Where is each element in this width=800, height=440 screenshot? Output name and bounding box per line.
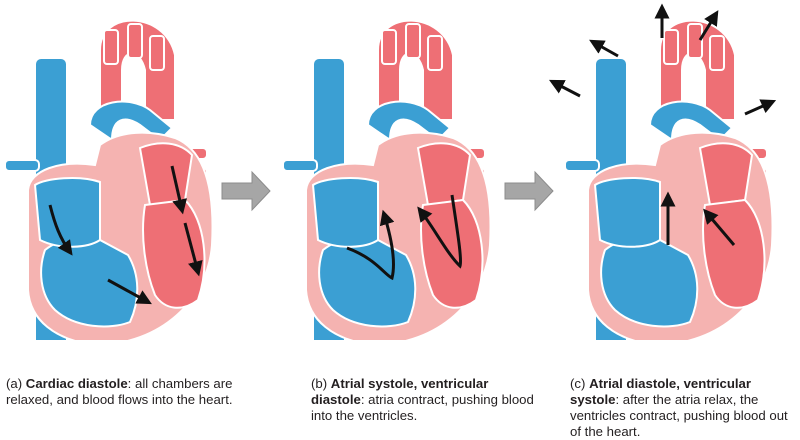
outflow-arrow-c-2 (589, 39, 619, 58)
heart-panel-b (282, 19, 492, 340)
ejection-arrow-c-left (703, 208, 736, 246)
caption-c-text: : after the atria relax, the ventricles … (570, 392, 788, 439)
caption-c-label: (c) (570, 376, 586, 391)
caption-a: (a) Cardiac diastole: all chambers are r… (6, 376, 236, 408)
heart-panel-a (4, 19, 214, 340)
outflow-arrow-c-5 (744, 99, 777, 116)
flow-arrow-a-left-atrium (170, 165, 187, 215)
caption-a-text: : all chambers are relaxed, and blood fl… (6, 376, 233, 407)
caption-c: (c) Atrial diastole, ventricular systole… (570, 376, 800, 440)
heart-panel-c (549, 3, 777, 340)
flow-arrow-a-left-ventricle (183, 222, 203, 277)
transition-arrow-2 (504, 170, 554, 212)
cardiac-cycle-diagram (4, 3, 777, 340)
flow-arrow-a-right-atrium (48, 204, 73, 256)
outflow-arrow-c-1 (549, 79, 581, 98)
caption-b: (b) Atrial systole, ventricular diastole… (311, 376, 541, 424)
caption-a-label: (a) (6, 376, 23, 391)
transition-arrow-1 (221, 170, 271, 212)
outflow-arrow-c-4 (698, 10, 719, 41)
caption-b-text: : atria contract, pushing blood into the… (311, 392, 534, 423)
flow-arrow-a-right-ventricle (107, 278, 152, 305)
flow-arrow-b-right (346, 209, 396, 281)
caption-a-title: Cardiac diastole (25, 376, 128, 391)
caption-b-title: Atrial systole, ventricular diastole (311, 376, 489, 407)
caption-c-title: Atrial diastole, ventricular systole (570, 376, 752, 407)
flow-arrow-b-left (417, 194, 462, 269)
caption-b-label: (b) (311, 376, 328, 391)
